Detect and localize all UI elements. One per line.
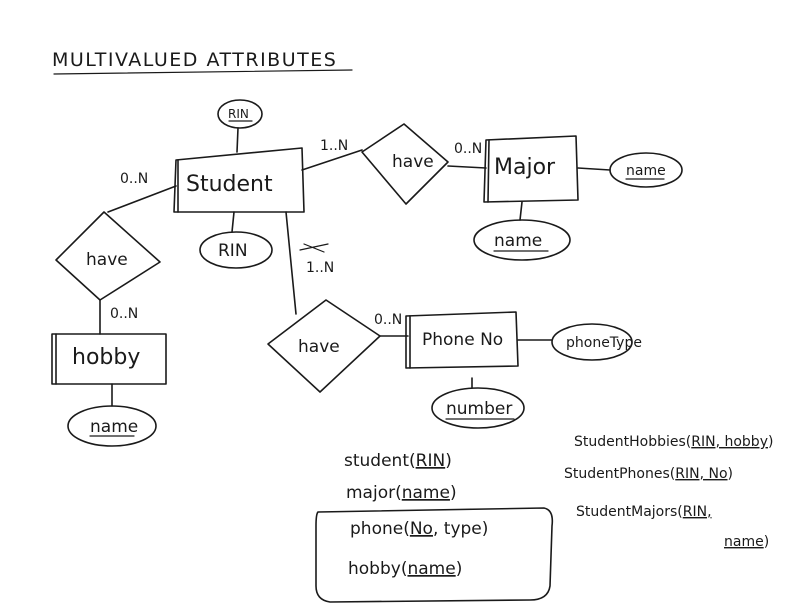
- attribute-phone-number: number: [431, 387, 525, 429]
- schema-student-line: student(RIN): [344, 451, 452, 471]
- attribute-student-key-label: RIN: [228, 107, 249, 121]
- cardinality-student-phone-top: 1..N: [306, 260, 334, 276]
- relationship-have-phone-label: have: [298, 337, 340, 357]
- attribute-student-rin-label: RIN: [218, 241, 248, 261]
- cardinality-student-major-left: 1..N: [320, 138, 348, 154]
- entity-major: Major: [483, 135, 579, 203]
- cardinality-student-hobby-bottom: 0..N: [110, 306, 138, 322]
- crossed-out-mark: [299, 243, 329, 253]
- schema-right: StudentHobbies(RIN, hobby) StudentPhones…: [564, 434, 773, 550]
- schema-student-hobbies-line: StudentHobbies(RIN, hobby): [574, 434, 773, 450]
- schema-student-majors-continued: name): [724, 534, 769, 550]
- attribute-student-rin: RIN: [199, 211, 273, 269]
- schema-left: student(RIN) major(name) phone(No, type)…: [315, 451, 554, 603]
- line-major-name-right: [577, 167, 611, 171]
- attribute-phone-type-label: phoneType: [566, 335, 642, 351]
- attribute-student-key: RIN: [217, 99, 263, 153]
- entity-phone: Phone No: [405, 311, 519, 369]
- schema-student-phones-line: StudentPhones(RIN, No): [564, 466, 733, 482]
- relationship-have-major: have: [361, 123, 449, 205]
- relationship-have-phone: have: [267, 299, 381, 393]
- schema-phone-line: phone(No, type): [350, 519, 488, 539]
- entity-hobby-label: hobby: [72, 345, 140, 370]
- attribute-phone-number-label: number: [446, 399, 512, 419]
- attribute-phone-type: phoneType: [551, 323, 642, 361]
- entity-phone-label: Phone No: [422, 330, 503, 350]
- attribute-hobby-name-label: name: [90, 417, 138, 437]
- line-student-have-major: [301, 149, 363, 171]
- attribute-hobby-name: name: [67, 405, 157, 447]
- attribute-major-name-right-label: name: [626, 163, 666, 179]
- diagram-title: MULTIVALUED ATTRIBUTES: [52, 49, 337, 71]
- relationship-have-hobby: have: [55, 211, 161, 301]
- relationship-have-hobby-label: have: [86, 250, 128, 270]
- entity-major-label: Major: [494, 155, 556, 180]
- line-major-name-below: [519, 201, 523, 221]
- schema-student-majors-line: StudentMajors(RIN,: [576, 504, 712, 520]
- schema-major-line: major(name): [346, 483, 457, 503]
- entity-hobby: hobby: [51, 333, 167, 385]
- title-underline: [53, 69, 353, 75]
- schema-hobby-line: hobby(name): [348, 559, 462, 579]
- attribute-major-name-right: name: [609, 152, 683, 188]
- entity-student-label: Student: [186, 172, 273, 197]
- line-student-have-phone: [285, 211, 297, 315]
- cardinality-student-phone-right: 0..N: [374, 312, 402, 328]
- attribute-major-name-below-label: name: [494, 231, 542, 251]
- attribute-major-name-below: name: [473, 219, 571, 261]
- cardinality-student-hobby-top: 0..N: [120, 171, 148, 187]
- line-student-have-hobby: [107, 185, 177, 213]
- schema-group-box: [315, 507, 554, 603]
- cardinality-student-major-right: 0..N: [454, 141, 482, 157]
- entity-student: Student: [173, 147, 305, 213]
- line-have-major: [447, 165, 487, 169]
- relationship-have-major-label: have: [392, 152, 434, 172]
